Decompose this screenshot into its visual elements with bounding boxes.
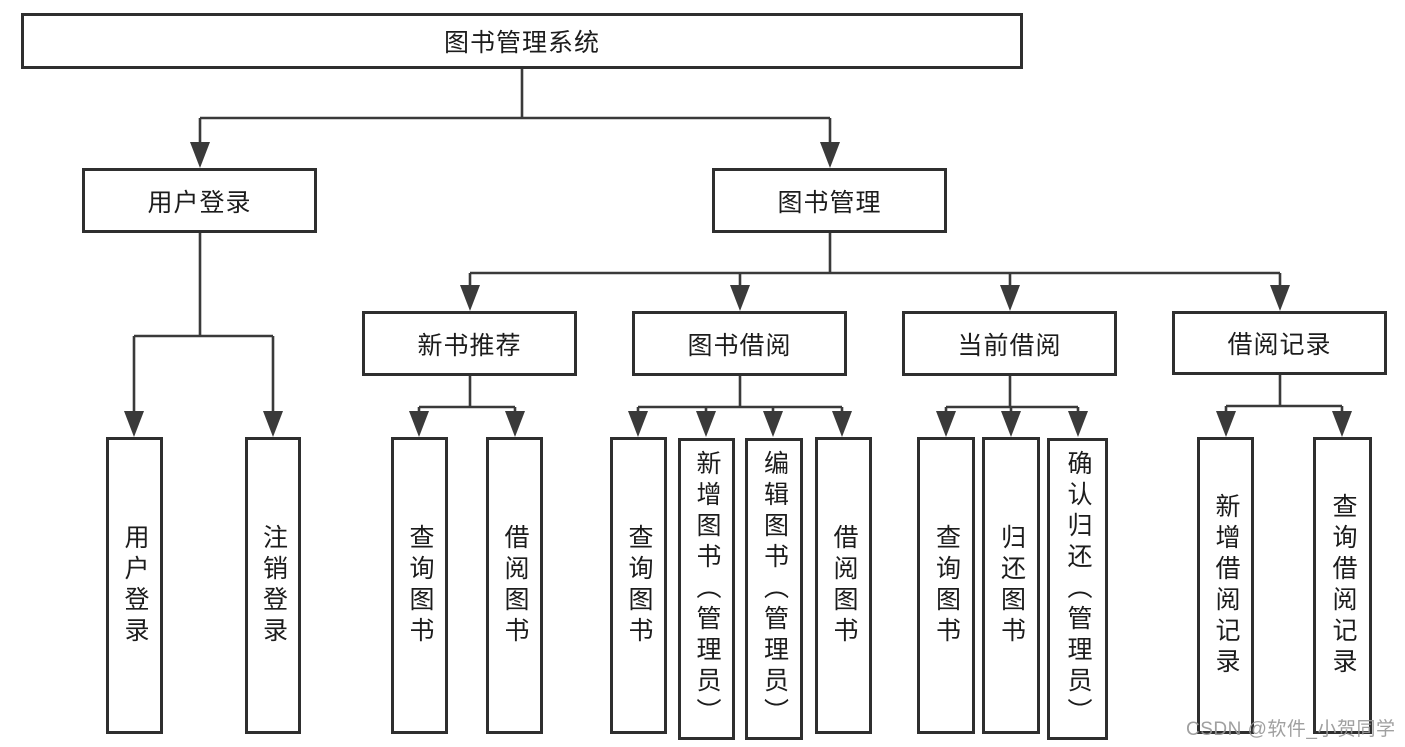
node-leaf-add-borrow-record: 新增借阅记录 bbox=[1197, 437, 1254, 734]
node-label: 借阅记录 bbox=[1227, 331, 1332, 359]
node-label: 确认归还（管理员） bbox=[1064, 449, 1092, 729]
node-label: 查询图书 bbox=[932, 523, 961, 648]
node-label: 借阅图书 bbox=[830, 523, 858, 648]
node-book-borrow: 图书借阅 bbox=[632, 311, 847, 376]
node-label: 编辑图书（管理员） bbox=[760, 449, 789, 729]
node-label: 图书管理系统 bbox=[443, 29, 600, 57]
node-leaf-query-books-recommend: 查询图书 bbox=[391, 437, 448, 734]
node-label: 用户登录 bbox=[147, 188, 252, 217]
node-leaf-confirm-return-admin: 确认归还（管理员） bbox=[1047, 438, 1108, 740]
node-label: 当前借阅 bbox=[957, 331, 1062, 360]
node-new-book-recommend: 新书推荐 bbox=[362, 311, 577, 376]
node-label: 图书管理 bbox=[777, 188, 882, 217]
node-leaf-query-books-current: 查询图书 bbox=[917, 437, 975, 734]
node-leaf-borrow-books-recommend: 借阅图书 bbox=[486, 437, 543, 734]
node-leaf-return-books: 归还图书 bbox=[982, 437, 1040, 734]
node-leaf-add-books-admin: 新增图书（管理员） bbox=[678, 438, 735, 740]
node-label: 归还图书 bbox=[997, 523, 1026, 648]
node-label: 借阅图书 bbox=[501, 523, 529, 648]
node-book-management: 图书管理 bbox=[712, 168, 947, 233]
node-label: 查询图书 bbox=[406, 523, 434, 648]
node-label: 用户登录 bbox=[121, 523, 149, 648]
node-label: 图书借阅 bbox=[687, 331, 792, 360]
node-borrow-records: 借阅记录 bbox=[1172, 311, 1387, 375]
node-leaf-logout: 注销登录 bbox=[245, 437, 301, 734]
node-leaf-borrow-books: 借阅图书 bbox=[815, 437, 872, 734]
node-label: 新书推荐 bbox=[417, 331, 522, 360]
node-label: 查询借阅记录 bbox=[1329, 492, 1357, 679]
node-label: 注销登录 bbox=[259, 523, 288, 648]
node-leaf-edit-books-admin: 编辑图书（管理员） bbox=[745, 438, 803, 740]
node-label: 新增图书（管理员） bbox=[693, 449, 721, 729]
node-leaf-query-borrow-record: 查询借阅记录 bbox=[1313, 437, 1372, 734]
node-label: 新增借阅记录 bbox=[1212, 492, 1240, 679]
csdn-watermark: CSDN @软件_小贺同学 bbox=[1186, 719, 1396, 740]
node-user-login: 用户登录 bbox=[82, 168, 317, 233]
node-root-library-system: 图书管理系统 bbox=[21, 13, 1023, 69]
node-leaf-query-books-borrow: 查询图书 bbox=[610, 437, 667, 734]
node-leaf-user-login: 用户登录 bbox=[106, 437, 163, 734]
node-current-borrow: 当前借阅 bbox=[902, 311, 1117, 376]
node-label: 查询图书 bbox=[625, 523, 653, 648]
